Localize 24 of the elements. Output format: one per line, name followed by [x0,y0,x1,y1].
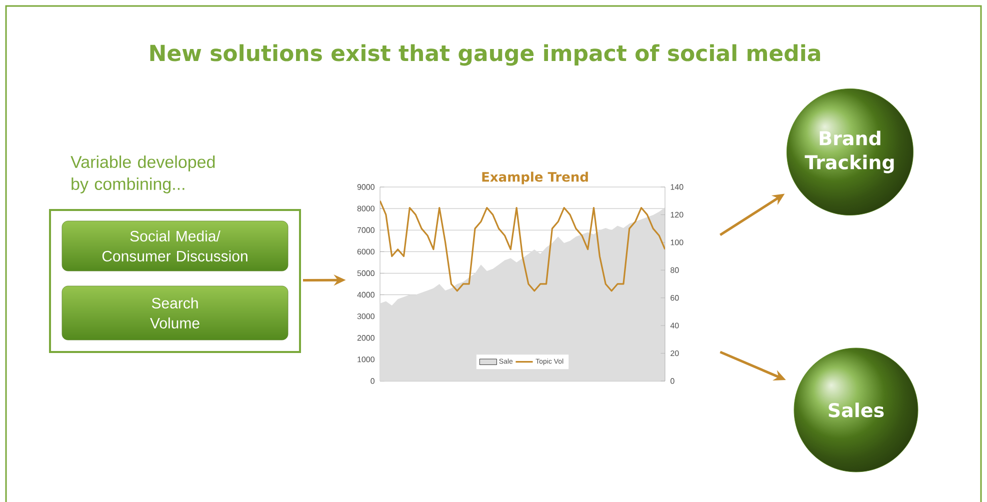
source-box: Social Media/ Consumer Discussion [62,220,288,272]
source-box: Search Volume [62,286,288,340]
tick-label: 7000 [357,227,374,233]
tick-label: 2000 [357,335,374,341]
tick-label: 120 [670,212,684,218]
tick-label: 40 [670,322,679,328]
tick-label: 0 [670,378,674,384]
chart-title: Example Trend [482,172,588,184]
tick-label: 100 [670,240,684,246]
tick-label: 1000 [358,356,374,362]
tick-label: 140 [670,184,684,190]
tick-label: 6000 [357,248,374,254]
tick-label: 4000 [357,292,374,298]
tick-label: 0 [370,378,374,384]
trend-chart [357,172,684,384]
tick-label: 20 [670,350,679,356]
tick-label: 5000 [357,270,374,276]
title: New solutions exist that gauge impact of social media [150,44,820,66]
tick-label: 3000 [357,314,374,320]
tick-label: 80 [670,267,679,273]
node-label: Variable developed by combining... [70,156,215,194]
tick-label: 60 [670,295,679,301]
tick-label: 9000 [357,184,374,190]
tick-label: 8000 [357,206,374,212]
